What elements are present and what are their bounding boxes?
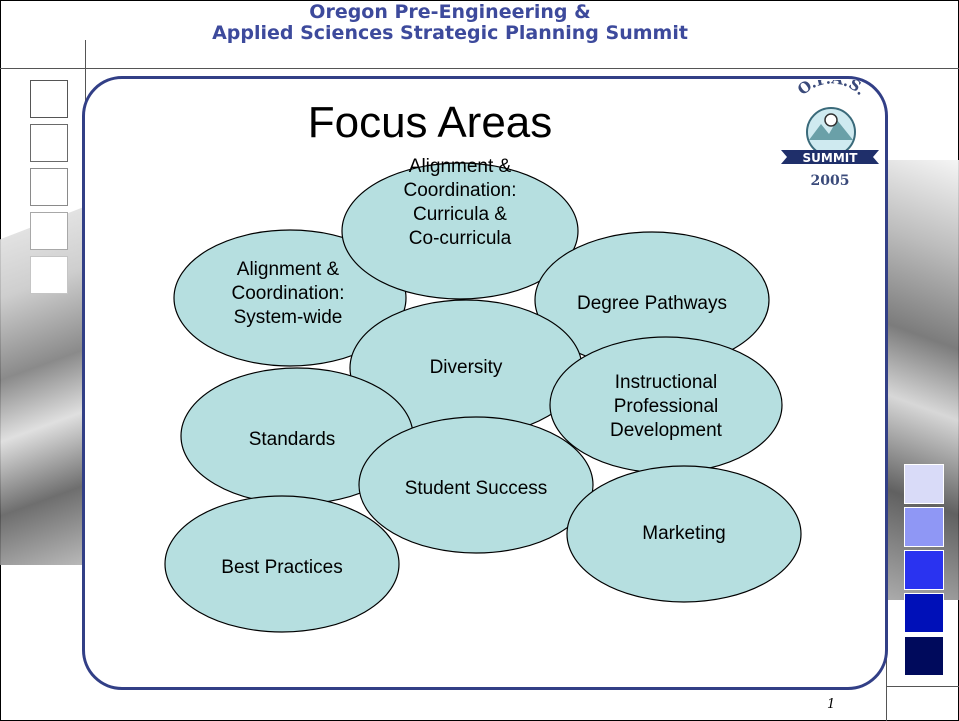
deco-square — [904, 593, 944, 633]
focus-area-label: Alignment & — [237, 259, 340, 280]
deco-square — [30, 168, 68, 206]
focus-area-label: Development — [610, 420, 723, 441]
page-number: 1 — [827, 697, 836, 712]
bottom-right-rule — [886, 686, 959, 687]
focus-area-ellipse: Alignment & Coordination: Curricula & Co-cu… — [341, 156, 579, 300]
right-square-stack — [904, 464, 944, 679]
header-line-1: Oregon Pre-Engineering & — [309, 1, 591, 23]
deco-square — [904, 464, 944, 504]
focus-area-ellipse: Degree Pathways — [534, 231, 770, 369]
deco-square — [30, 124, 68, 162]
focus-area-shape — [341, 162, 579, 300]
focus-area-shape — [173, 229, 407, 367]
focus-area-ellipse: Alignment & Coordination: System-wide — [173, 229, 407, 367]
focus-area-label: Student Success — [405, 478, 548, 499]
focus-area-label: Degree Pathways — [577, 293, 727, 314]
logo-banner-text: SUMMIT — [803, 151, 859, 165]
focus-area-shape — [358, 416, 594, 554]
header-line-2: Applied Sciences Strategic Planning Summ… — [212, 22, 688, 44]
deco-square — [904, 550, 944, 590]
focus-area-label: Diversity — [430, 357, 503, 378]
summit-header: Oregon Pre-Engineering & Applied Science… — [195, 2, 705, 44]
deco-square — [30, 212, 68, 250]
focus-area-shape — [164, 495, 400, 633]
focus-area-label: Curricula & — [413, 204, 507, 225]
left-square-stack — [30, 80, 68, 300]
focus-area-label: Coordination: — [231, 283, 344, 304]
focus-area-label: Alignment & — [409, 156, 512, 177]
focus-area-label: Best Practices — [221, 557, 342, 578]
deco-square — [30, 80, 68, 118]
header-divider — [0, 68, 959, 69]
focus-area-shape — [566, 465, 802, 603]
focus-area-label: Marketing — [642, 523, 725, 544]
focus-area-label: System-wide — [234, 307, 343, 328]
deco-square — [904, 507, 944, 547]
focus-area-label: Co-curricula — [409, 228, 512, 249]
focus-area-label: Instructional — [615, 372, 717, 393]
slide-title: Focus Areas — [307, 98, 553, 147]
focus-area-ellipse: Marketing — [566, 465, 802, 603]
focus-area-label: Professional — [614, 396, 719, 417]
focus-area-ellipse: Student Success — [358, 416, 594, 554]
logo-year-text: 2005 — [811, 173, 850, 189]
deco-square — [30, 256, 68, 294]
focus-area-ellipse: Best Practices — [164, 495, 400, 633]
opas-summit-logo: O.P.A.S. SUMMIT 2005 — [781, 80, 879, 189]
deco-square — [904, 636, 944, 676]
focus-area-label: Standards — [249, 429, 336, 450]
focus-area-label: Coordination: — [403, 180, 516, 201]
